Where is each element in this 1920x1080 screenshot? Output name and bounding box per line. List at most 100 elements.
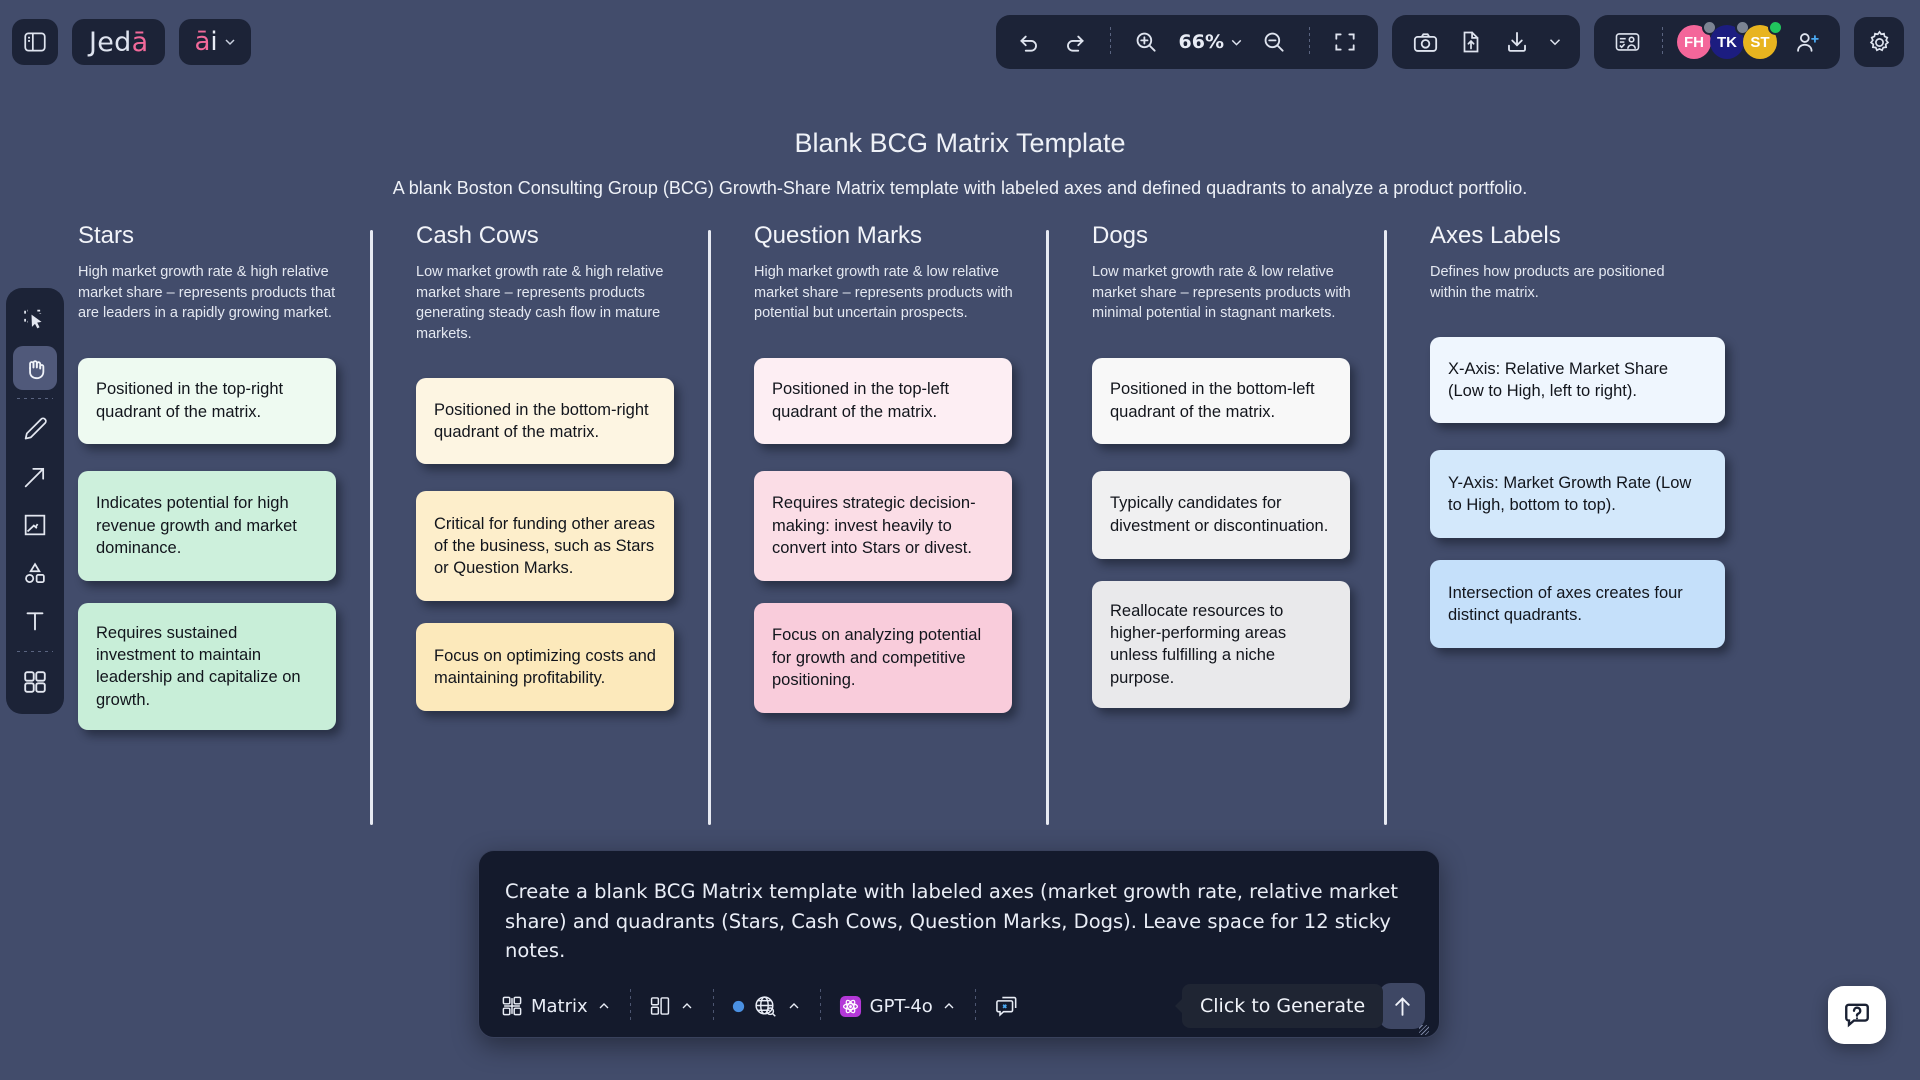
sticky-note[interactable]: X-Axis: Relative Market Share (Low to Hi… bbox=[1430, 337, 1725, 424]
avatar[interactable]: ST bbox=[1743, 20, 1783, 59]
openai-icon bbox=[839, 995, 862, 1018]
layout-mode-button[interactable] bbox=[639, 988, 705, 1024]
status-dot-icon bbox=[732, 1000, 745, 1013]
zoom-out-button[interactable] bbox=[1253, 22, 1295, 62]
column-divider bbox=[708, 230, 711, 825]
sticky-note[interactable]: Critical for funding other areas of the … bbox=[416, 491, 674, 602]
sticky-note[interactable]: Y-Axis: Market Growth Rate (Low to High,… bbox=[1430, 450, 1725, 539]
clear-chat-icon bbox=[994, 994, 1019, 1019]
sticky-note[interactable]: Positioned in the top-right quadrant of … bbox=[78, 357, 336, 444]
web-search-button[interactable] bbox=[722, 987, 812, 1026]
page-title: Blank BCG Matrix Template bbox=[794, 128, 1126, 158]
screenshot-button[interactable] bbox=[1404, 22, 1446, 62]
generate-button[interactable] bbox=[1379, 983, 1425, 1029]
sticky-note[interactable]: Focus on optimizing costs and maintainin… bbox=[416, 623, 674, 712]
status-dot bbox=[1768, 20, 1783, 35]
pencil-tool-button[interactable] bbox=[13, 407, 57, 451]
fit-to-screen-button[interactable] bbox=[1324, 22, 1366, 62]
prompt-resize-grip[interactable] bbox=[1419, 1025, 1429, 1035]
rail-divider-2 bbox=[17, 651, 53, 652]
top-toolbar: Jedā āi 66% bbox=[0, 0, 1920, 84]
zoom-in-button[interactable] bbox=[1125, 22, 1167, 62]
zoom-level-value: 66% bbox=[1178, 31, 1224, 53]
sticky-note-list: Positioned in the bottom-left quadrant o… bbox=[1092, 357, 1364, 708]
add-user-button[interactable] bbox=[1786, 22, 1828, 62]
column-divider bbox=[370, 230, 373, 825]
globe-search-icon bbox=[753, 994, 778, 1019]
undo-button[interactable] bbox=[1008, 22, 1050, 62]
select-tool-button[interactable] bbox=[13, 298, 57, 342]
redo-button[interactable] bbox=[1054, 22, 1096, 62]
arrow-tool-button[interactable] bbox=[13, 455, 57, 499]
sticky-note-list: X-Axis: Relative Market Share (Low to Hi… bbox=[1430, 337, 1725, 649]
matrix-mode-label: Matrix bbox=[531, 995, 588, 1017]
matrix-mode-button[interactable]: Matrix bbox=[491, 988, 622, 1024]
column-description: High market growth rate & high relative … bbox=[78, 264, 336, 322]
sticky-note[interactable]: Positioned in the top-left quadrant of t… bbox=[754, 357, 1012, 444]
sticky-note[interactable]: Positioned in the bottom-left quadrant o… bbox=[1092, 357, 1350, 444]
toolbar-divider-2 bbox=[1309, 27, 1310, 57]
chevron-down-icon bbox=[222, 34, 238, 50]
export-options-dropdown[interactable] bbox=[1542, 33, 1568, 51]
sticky-note[interactable]: Indicates potential for high revenue gro… bbox=[78, 470, 336, 581]
avatar[interactable]: TK bbox=[1710, 20, 1750, 59]
zoom-level-dropdown[interactable]: 66% bbox=[1171, 31, 1249, 53]
sticky-note-list: Positioned in the bottom-right quadrant … bbox=[416, 378, 688, 712]
column-description: Low market growth rate & low relative ma… bbox=[1092, 264, 1351, 322]
column-title: Question Marks bbox=[754, 222, 923, 249]
column-description: High market growth rate & low relative m… bbox=[754, 264, 1013, 322]
settings-button[interactable] bbox=[1854, 17, 1904, 67]
column-title: Dogs bbox=[1092, 222, 1149, 249]
download-button[interactable] bbox=[1496, 22, 1538, 62]
prompt-divider-3 bbox=[819, 989, 821, 1023]
toggle-sidebar-button[interactable] bbox=[12, 19, 58, 65]
sticky-note[interactable]: Requires strategic decision-making: inve… bbox=[754, 470, 1012, 581]
avatar[interactable]: FH bbox=[1677, 20, 1717, 59]
rail-divider bbox=[17, 398, 53, 399]
avatar-initials: ST bbox=[1750, 33, 1770, 51]
present-mode-button[interactable] bbox=[1606, 22, 1648, 62]
sticky-note[interactable]: Positioned in the bottom-right quadrant … bbox=[416, 378, 674, 465]
sticky-note[interactable]: Requires sustained investment to maintai… bbox=[78, 602, 336, 730]
prompt-divider-1 bbox=[629, 989, 631, 1023]
model-selector-button[interactable]: GPT-4o bbox=[829, 988, 967, 1025]
avatar-initials: FH bbox=[1684, 33, 1704, 51]
ai-menu-button[interactable]: āi bbox=[179, 19, 251, 65]
chevron-up-icon bbox=[679, 998, 695, 1014]
text-tool-button[interactable] bbox=[13, 599, 57, 643]
sticky-note[interactable]: Intersection of axes creates four distin… bbox=[1430, 560, 1725, 649]
sidebar-panel-icon bbox=[22, 29, 48, 55]
generate-tooltip: Click to Generate bbox=[1182, 984, 1384, 1028]
sticky-note[interactable]: Reallocate resources to higher-performin… bbox=[1092, 580, 1350, 708]
tool-rail bbox=[6, 288, 64, 714]
brand-logo-button[interactable]: Jedā bbox=[72, 19, 166, 65]
upload-file-button[interactable] bbox=[1450, 22, 1492, 62]
history-zoom-group: 66% bbox=[995, 15, 1378, 69]
hand-tool-button[interactable] bbox=[13, 346, 57, 390]
sticky-note-tool-button[interactable] bbox=[13, 503, 57, 547]
avatar-initials: TK bbox=[1717, 33, 1737, 51]
ai-menu-label: āi bbox=[194, 27, 218, 57]
sticky-note-list: Positioned in the top-left quadrant of t… bbox=[754, 357, 1026, 713]
column-description: Defines how products are positioned with… bbox=[1430, 264, 1665, 301]
apps-grid-button[interactable] bbox=[13, 660, 57, 704]
help-button[interactable] bbox=[1828, 986, 1886, 1044]
column-title: Cash Cows bbox=[416, 222, 539, 249]
sticky-note[interactable]: Typically candidates for divestment or d… bbox=[1092, 470, 1350, 559]
clear-chat-button[interactable] bbox=[984, 987, 1029, 1026]
chevron-up-icon bbox=[941, 998, 957, 1014]
send-arrow-icon bbox=[1390, 994, 1415, 1019]
toolbar-left-group: Jedā āi bbox=[0, 19, 251, 65]
prompt-input[interactable]: Create a blank BCG Matrix template with … bbox=[505, 880, 1399, 962]
chevron-up-icon bbox=[786, 998, 802, 1014]
sticky-note[interactable]: Focus on analyzing potential for growth … bbox=[754, 602, 1012, 713]
shapes-tool-button[interactable] bbox=[13, 551, 57, 595]
toolbar-right-group: 66% bbox=[995, 15, 1920, 69]
